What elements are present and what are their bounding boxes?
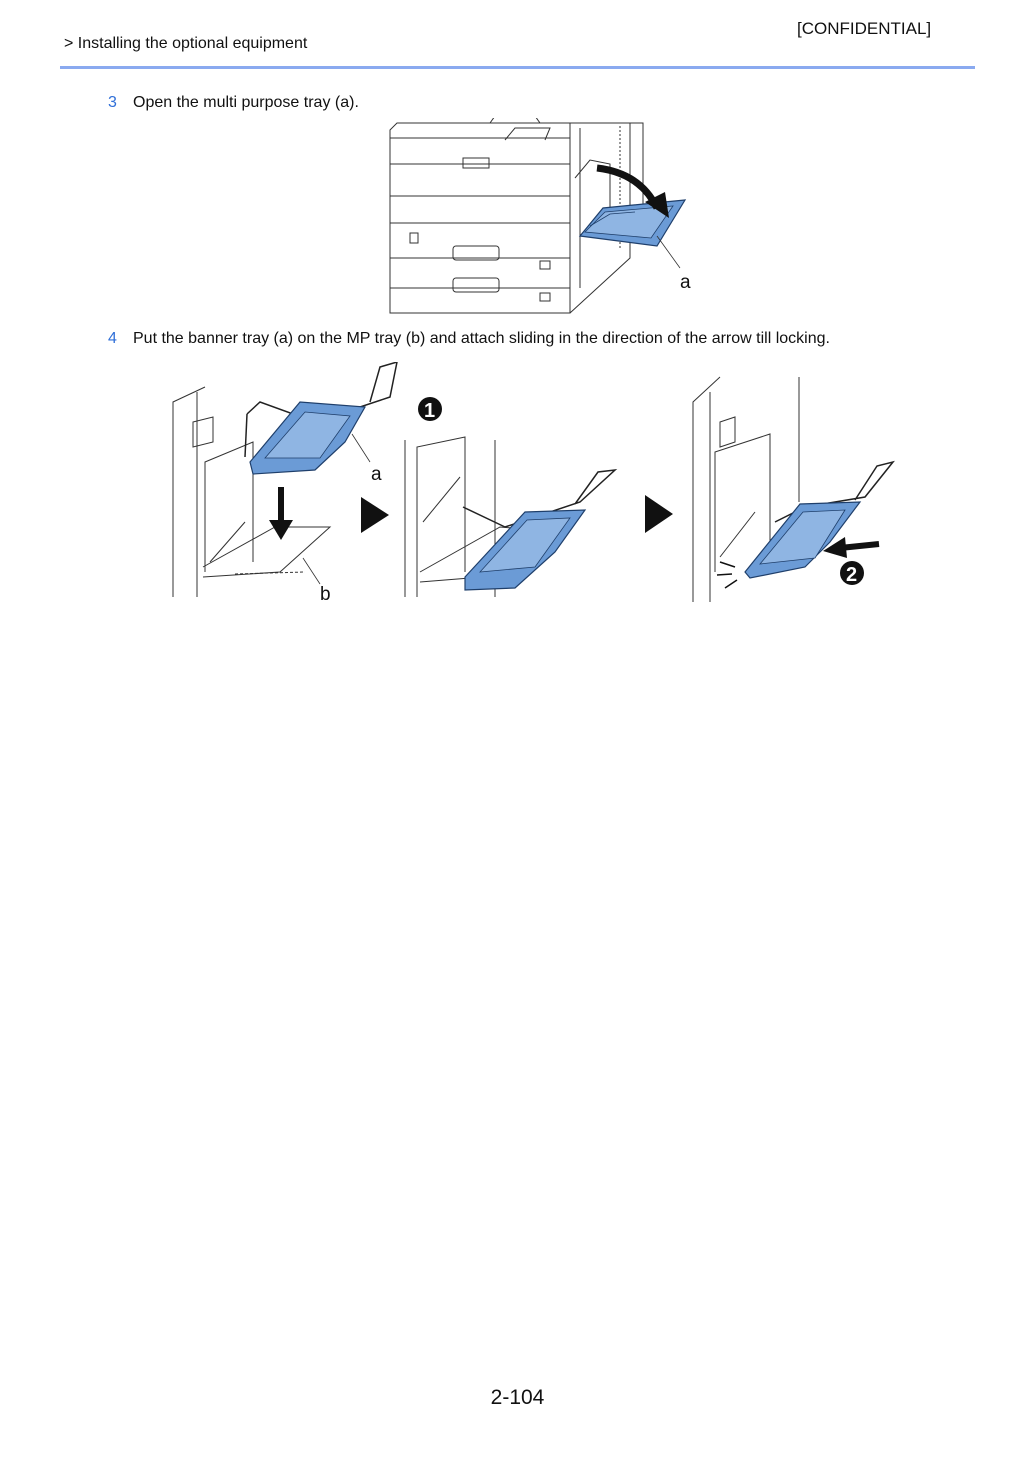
panel-slide-lock: ❷ 2 [692,376,895,602]
printer-illustration: a [389,115,691,314]
step-number: 4 [108,330,117,347]
panel-place-tray: a b [172,360,398,605]
breadcrumb[interactable]: > Installing the optional equipment [64,35,308,52]
label-a: a [371,464,382,485]
next-step-arrow-icon [645,495,673,533]
mp-tray-shape [578,199,687,247]
figure-attach-banner-tray: a b ❶ 1 [165,360,900,605]
page-number: 2-104 [490,1386,545,1409]
header-divider [60,66,975,69]
svg-text:1: 1 [424,400,435,422]
step-number: 3 [108,94,117,111]
label-b: b [320,584,331,604]
label-a: a [680,272,691,293]
step-text: Put the banner tray (a) on the MP tray (… [133,330,830,347]
banner-tray-illustration: a b ❶ 1 [172,360,895,605]
next-step-arrow-icon [361,497,389,533]
panel-tray-placed: ❶ 1 [404,397,618,597]
slide-arrow-icon [839,541,880,551]
step-text: Open the multi purpose tray (a). [133,94,359,111]
confidential-label: [CONFIDENTIAL] [797,19,932,38]
svg-text:2: 2 [846,564,857,586]
figure-open-mp-tray: a [385,115,695,318]
